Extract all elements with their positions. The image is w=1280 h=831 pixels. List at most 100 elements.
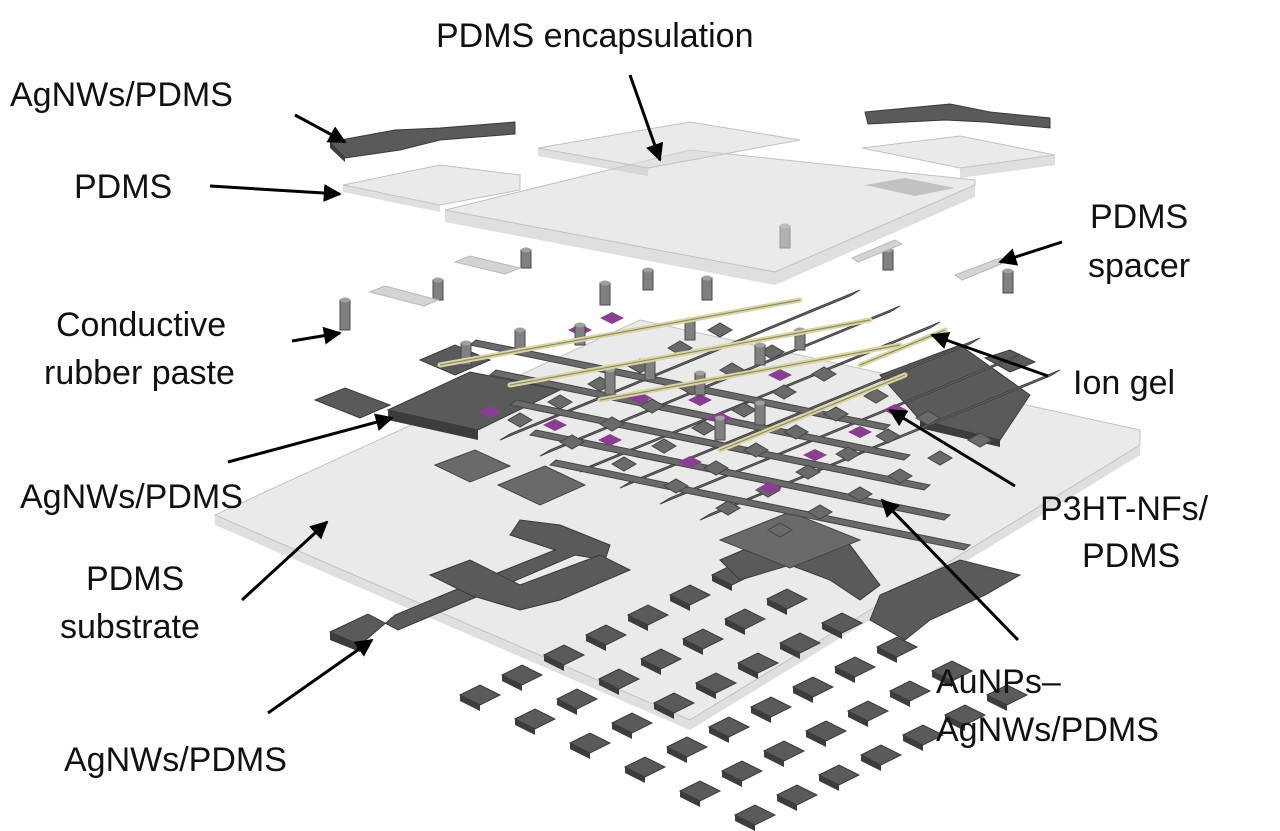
grid-pad <box>703 460 729 476</box>
conductive-pillar-top <box>755 400 765 406</box>
bottom-contact-pad-edge <box>709 727 729 743</box>
conductive-pillar <box>1002 270 1014 294</box>
conductive-pillar <box>599 282 611 306</box>
p3ht-channel <box>543 419 567 431</box>
bottom-contact-pad-edge <box>683 639 703 655</box>
label-pdms-top: PDMS <box>74 168 172 206</box>
annotation-labels: PDMS encapsulation AgNWs/PDMS PDMS PDMS … <box>10 17 1209 779</box>
grid-pad <box>559 434 585 450</box>
grid-pad <box>847 486 873 502</box>
grid-pad <box>651 438 677 454</box>
label-pdms-substrate-line2: substrate <box>60 608 200 646</box>
bottom-contact-pad-edge <box>835 667 855 683</box>
conductive-pillar-top <box>521 247 531 253</box>
bottom-contact-pad-edge <box>712 575 732 591</box>
label-pdms-substrate-line1: PDMS <box>86 560 184 598</box>
label-aunps-line2: AgNWs/PDMS <box>936 711 1159 749</box>
bottom-contact-pad-edge <box>654 703 674 719</box>
bottom-contact-pad-edge <box>670 595 690 611</box>
bottom-contact-pad-edge <box>819 775 839 791</box>
grid-pad <box>783 424 809 440</box>
bottom-contact-pad-edge <box>767 599 787 615</box>
bottom-contact-pad-edge <box>764 751 784 767</box>
grid-pad <box>715 500 741 516</box>
grid-pad <box>927 450 953 466</box>
grid-pad <box>547 394 573 410</box>
label-pdms-encapsulation: PDMS encapsulation <box>436 17 754 55</box>
conductive-pillar-top <box>461 340 471 346</box>
grid-pad <box>807 504 833 520</box>
grid-pad <box>759 344 785 360</box>
grid-pad <box>967 432 993 448</box>
label-pdms-spacer-line2: spacer <box>1088 247 1190 285</box>
conductive-pillar <box>520 249 532 269</box>
bottom-contact-pad-edge <box>502 675 522 691</box>
grid-pad <box>743 442 769 458</box>
bottom-contact-pad-edge <box>625 767 645 783</box>
conductive-pillar-top <box>643 267 653 273</box>
conductive-pillar <box>754 344 766 366</box>
label-p3ht-line2: PDMS <box>1082 537 1180 575</box>
middle-electrode-layer <box>313 344 1037 569</box>
label-aunps-line1: AuNPs– <box>936 663 1061 701</box>
label-ion-gel: Ion gel <box>1073 364 1175 402</box>
conductive-pillar <box>701 277 713 301</box>
label-agnws-pdms-top: AgNWs/PDMS <box>10 76 233 114</box>
grid-pad <box>915 410 941 426</box>
annotation-arrows <box>209 74 1063 715</box>
grid-pad <box>795 464 821 480</box>
p3ht-channel <box>758 482 782 494</box>
gate-line <box>539 305 901 457</box>
bottom-contact-pad-edge <box>932 671 952 687</box>
bottom-contact-pad-edge <box>793 687 813 703</box>
bottom-contact-pad-edge <box>628 615 648 631</box>
p3ht-channel <box>848 426 872 438</box>
bottom-contact-pad-edge <box>987 695 1007 711</box>
grid-pad <box>771 384 797 400</box>
conductive-pillar-top <box>575 322 585 328</box>
bottom-contact-pad-edge <box>822 623 842 639</box>
bottom-contact-pad-edge <box>738 663 758 679</box>
p3ht-channel <box>803 449 827 461</box>
source-line <box>528 429 952 521</box>
bottom-contact-pad-edge <box>780 643 800 659</box>
label-p3ht-line1: P3HT-NFs/ <box>1040 490 1209 528</box>
bottom-contact-pad-edge <box>722 771 742 787</box>
bottom-contact-pad-edge <box>751 707 771 723</box>
bottom-contact-pad-edge <box>612 723 632 739</box>
conductive-pillar <box>754 402 766 426</box>
bottom-contact-pad-edge <box>460 695 480 711</box>
p3ht-channel <box>678 456 702 468</box>
conductive-pillar-top <box>1003 268 1013 274</box>
conductive-pillar <box>642 269 654 291</box>
source-line <box>548 459 972 551</box>
pdms-encapsulation-layer <box>342 121 1056 285</box>
conductive-pillar-top <box>715 415 725 421</box>
top-agnws-strips <box>329 103 1051 162</box>
conductive-pillar <box>644 359 656 381</box>
conductive-pillar-top <box>515 327 525 333</box>
conductive-pillar <box>339 299 351 331</box>
pdms-spacers <box>368 239 1008 307</box>
conductive-pillar-top <box>600 280 610 286</box>
bottom-contact-pad-edge <box>586 635 606 651</box>
bottom-contact-pad-edge <box>725 619 745 635</box>
label-conductive-line1: Conductive <box>56 306 226 344</box>
conductive-pillar-top <box>695 370 705 376</box>
grid-pad <box>835 446 861 462</box>
label-agnws-pdms-bottom: AgNWs/PDMS <box>64 741 287 779</box>
bottom-contact-pad-edge <box>680 791 700 807</box>
bottom-contact-pad-edge <box>903 735 923 751</box>
bottom-contact-pad-edge <box>735 815 755 831</box>
grid-pad <box>767 522 793 538</box>
bottom-contact-pad-edge <box>667 747 687 763</box>
p3ht-channel <box>688 394 712 406</box>
bottom-contact-pad-edge <box>570 743 590 759</box>
bottom-contact-pad-edge <box>945 715 965 731</box>
bottom-contact-pad-edge <box>877 647 897 663</box>
bottom-electrode-layer <box>458 564 1029 831</box>
grid-pad <box>887 468 913 484</box>
p3ht-channel <box>478 406 502 418</box>
grid-pad <box>823 406 849 422</box>
